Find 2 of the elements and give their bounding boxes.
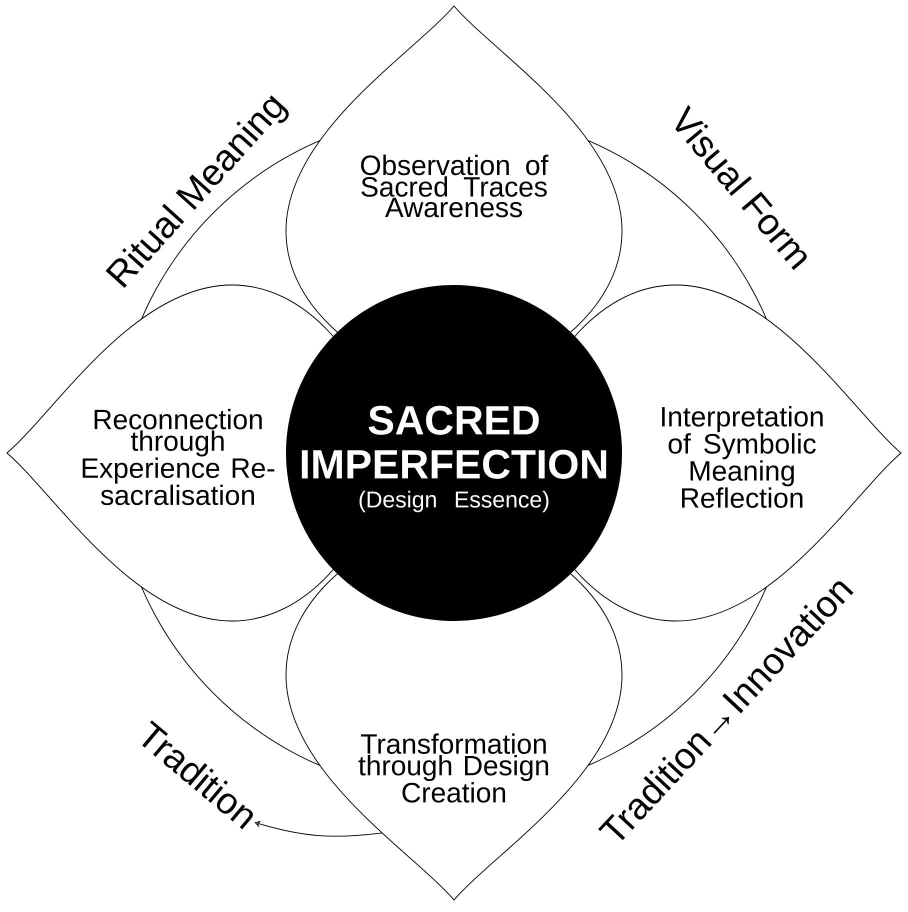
node-label: Transformation through Design Creation <box>358 733 548 803</box>
node-label: Interpretation of Symbolic Meaning Reflection <box>662 406 823 508</box>
